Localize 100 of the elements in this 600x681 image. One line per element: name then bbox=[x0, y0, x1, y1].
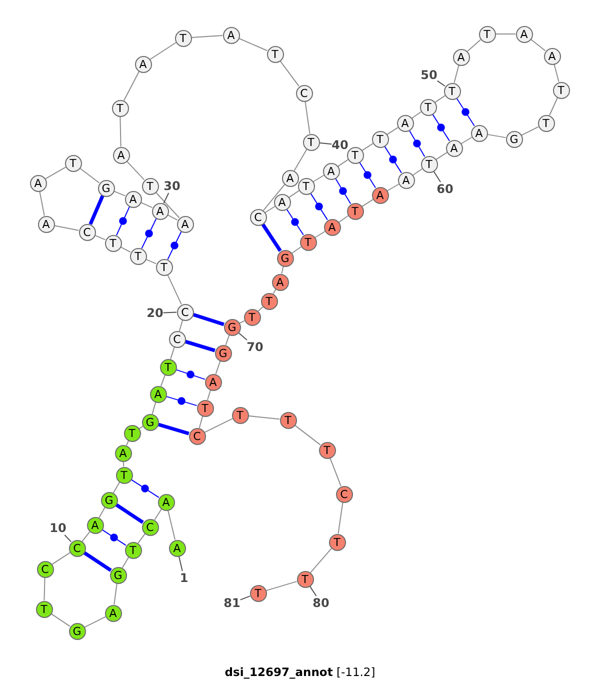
nucleotide-circle: A bbox=[134, 56, 152, 72]
nucleotide-circle: G bbox=[506, 130, 522, 148]
backbone-line bbox=[272, 288, 276, 294]
nucleotide-circle: A bbox=[470, 124, 488, 142]
nucleotide-circle: T bbox=[260, 292, 278, 310]
nucleotide-circle: G bbox=[214, 344, 232, 362]
base-pair-line bbox=[310, 192, 328, 220]
base-pair-line bbox=[286, 208, 304, 236]
backbone-line bbox=[150, 42, 176, 60]
nucleotide-circle: T bbox=[142, 178, 158, 194]
nucleotide-circle: T bbox=[372, 130, 388, 148]
nucleotide-circle: A bbox=[152, 202, 168, 220]
backbone-line bbox=[120, 116, 122, 147]
position-number: 1 bbox=[180, 571, 188, 585]
nucleotide-circle: A bbox=[168, 540, 186, 556]
nucleotide-circle: C bbox=[250, 208, 266, 226]
caption-text: dsi_12697_annot [-11.2] bbox=[224, 664, 376, 680]
backbone-line bbox=[94, 234, 106, 240]
nucleotide-circle: A bbox=[322, 162, 340, 180]
backbone-line bbox=[126, 440, 129, 446]
base-pair-line bbox=[166, 396, 198, 406]
nucleotide-circle: T bbox=[266, 46, 284, 62]
backbone-line bbox=[262, 184, 286, 211]
nucleotide-circle: T bbox=[538, 114, 554, 132]
base-pair-line bbox=[176, 369, 206, 380]
nucleotide-circle: A bbox=[282, 170, 298, 186]
nucleotide-circle: A bbox=[158, 494, 174, 510]
base-pair-line bbox=[456, 98, 475, 126]
position-number: 10 bbox=[50, 521, 66, 535]
backbone-line bbox=[112, 482, 120, 494]
nucleotide-circle: G bbox=[98, 180, 114, 196]
backbone-line bbox=[140, 202, 153, 208]
nucleotide-circle: A bbox=[372, 186, 388, 204]
backbone-line bbox=[155, 192, 180, 218]
backbone-line bbox=[120, 246, 131, 253]
backbone-line bbox=[294, 148, 308, 172]
backbone-line bbox=[82, 531, 90, 542]
backbone-line bbox=[280, 60, 300, 87]
backbone-line bbox=[386, 184, 400, 192]
backbone-line bbox=[190, 35, 224, 38]
base-pair-line bbox=[408, 130, 426, 158]
leader-line bbox=[436, 80, 446, 87]
backbone-line bbox=[338, 159, 348, 167]
backbone-line bbox=[466, 39, 482, 52]
nucleotide-circle: A bbox=[114, 444, 132, 462]
base-pair-line bbox=[102, 529, 126, 546]
backbone-line bbox=[178, 320, 184, 332]
base-pair-line bbox=[130, 479, 160, 498]
nucleotide-circle: C bbox=[36, 560, 54, 578]
nucleotide-circle: T bbox=[104, 234, 122, 252]
backbone-line bbox=[530, 38, 546, 52]
backbone-line bbox=[167, 510, 176, 540]
nucleotide-circle: A bbox=[396, 114, 414, 132]
nucleotide-circle: C bbox=[336, 486, 352, 502]
backbone-line bbox=[288, 190, 300, 198]
nucleotide-circle: T bbox=[232, 406, 248, 424]
nucleotide-circle: A bbox=[150, 386, 166, 402]
backbone-line bbox=[44, 577, 46, 601]
nucleotide-circle: A bbox=[112, 146, 130, 164]
nucleotide-circle: A bbox=[398, 172, 414, 188]
nucleotide-circle: G bbox=[224, 318, 240, 336]
base-pair-line bbox=[359, 162, 376, 188]
backbone-line bbox=[170, 346, 175, 360]
backbone-line bbox=[294, 424, 321, 446]
nucleotide-circle: C bbox=[188, 428, 206, 444]
backbone-line bbox=[266, 580, 298, 592]
nucleotide-circle: C bbox=[68, 540, 86, 556]
backbone-line bbox=[264, 206, 276, 213]
nucleotide-circle: C bbox=[168, 330, 186, 348]
backbone-line bbox=[338, 215, 349, 223]
backbone-line bbox=[198, 416, 204, 428]
backbone-line bbox=[460, 136, 472, 144]
leader-line bbox=[318, 142, 332, 145]
backbone-line bbox=[362, 199, 374, 207]
backbone-line bbox=[454, 64, 460, 84]
nucleotide-circle: T bbox=[346, 146, 364, 164]
leader-line bbox=[309, 586, 317, 596]
backbone-line bbox=[310, 548, 332, 574]
backbone-line bbox=[486, 134, 506, 138]
base-pair-line bbox=[334, 178, 352, 204]
nucleotide-circle: A bbox=[104, 604, 122, 622]
position-number: 80 bbox=[312, 596, 330, 610]
backbone-line bbox=[386, 127, 398, 135]
backbone-line bbox=[225, 334, 230, 346]
nucleotide-circle: A bbox=[124, 190, 142, 208]
backbone-line bbox=[126, 160, 145, 180]
backbone-line bbox=[152, 402, 156, 414]
leader-line bbox=[238, 332, 248, 340]
backbone-line bbox=[39, 190, 45, 216]
nucleotide-circle: T bbox=[64, 154, 82, 172]
nucleotide-circle: A bbox=[516, 26, 532, 42]
nucleotide-circle: T bbox=[124, 542, 142, 558]
nucleotide-circle: T bbox=[250, 584, 266, 602]
leader-line bbox=[178, 556, 183, 572]
nucleotide-circle: T bbox=[328, 534, 346, 550]
nucleotide-circle: A bbox=[324, 218, 340, 236]
backbone-line bbox=[160, 374, 166, 387]
nucleotide-circle: A bbox=[222, 26, 240, 44]
backbone-line bbox=[44, 166, 66, 180]
base-pair-line bbox=[116, 206, 130, 236]
